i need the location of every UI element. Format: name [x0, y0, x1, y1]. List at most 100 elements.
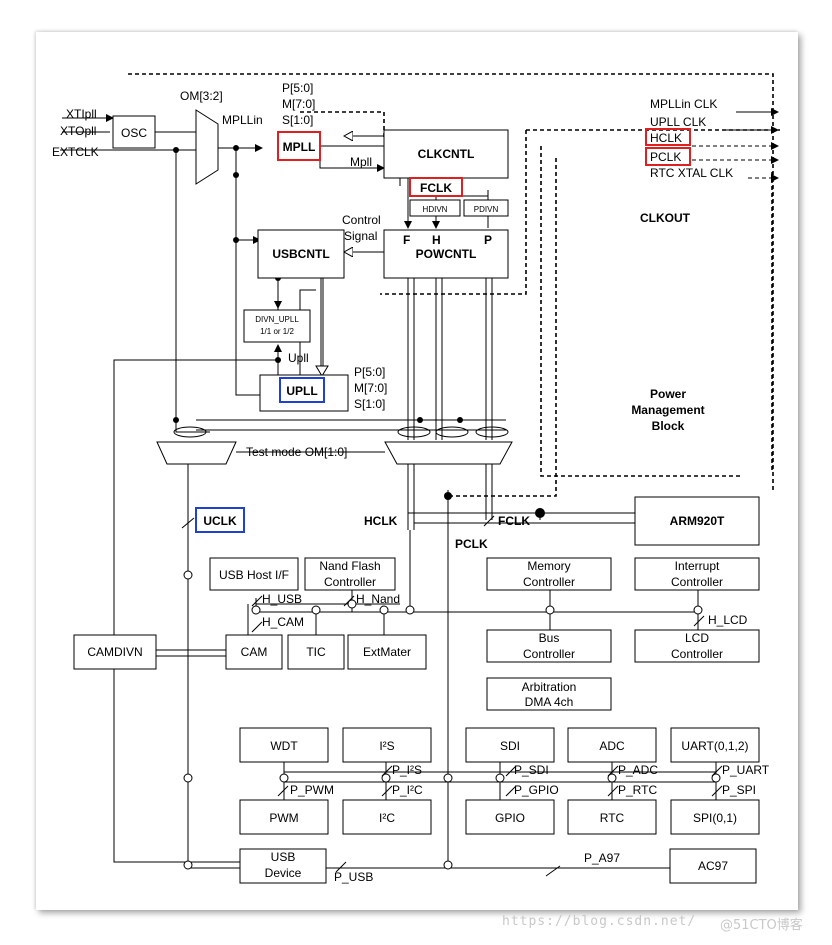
extclk-label: EXTCLK	[52, 145, 99, 159]
pwm-label: PWM	[269, 811, 298, 825]
h-cam-label: H_CAM	[262, 615, 304, 629]
pwm-box	[239, 799, 329, 835]
osc-label: OSC	[121, 126, 147, 140]
wdt-label: WDT	[270, 739, 298, 753]
control-label: Control	[342, 213, 381, 227]
upll-param-s: S[1:0]	[354, 397, 385, 411]
hclk-label: HCLK	[364, 514, 398, 528]
gpio-label: GPIO	[495, 811, 525, 825]
powcntl-box	[383, 229, 509, 279]
cam-label: CAM	[241, 645, 268, 659]
uclk-mux	[156, 441, 237, 465]
pclk-out-box	[645, 147, 691, 166]
p-gpio-label: P_GPIO	[514, 783, 559, 797]
nand-label-1: Nand Flash	[319, 559, 380, 573]
h-lcd-label: H_LCD	[708, 613, 748, 627]
divn-upll-box	[243, 309, 311, 343]
upll-label-box	[279, 377, 325, 403]
ac97-label: AC97	[698, 859, 728, 873]
mpll-param-s: S[1:0]	[282, 113, 313, 127]
pdivn-box	[463, 199, 509, 217]
arbitration-label-2: DMA 4ch	[525, 695, 574, 709]
out-hclk: HCLK	[650, 131, 682, 145]
p-label: P	[484, 233, 492, 247]
mpll-out-label: Mpll	[350, 155, 372, 169]
watermark: https://blog.csdn.net/	[502, 914, 697, 929]
rtc-box	[567, 799, 657, 835]
out-rtc-xtal-clk: RTC XTAL CLK	[650, 166, 733, 180]
fclk-label: FCLK	[420, 181, 452, 195]
nand-label-2: Controller	[324, 575, 376, 589]
p-usb-label: P_USB	[334, 870, 373, 884]
cam-box	[225, 634, 283, 670]
uclk-box	[195, 507, 245, 533]
uart-box	[670, 727, 760, 763]
clkcntl-box	[383, 129, 509, 179]
sdi-label: SDI	[500, 739, 520, 753]
h-nand-label: H_Nand	[356, 592, 400, 606]
adc-label: ADC	[599, 739, 625, 753]
hclk-out-box	[645, 128, 691, 146]
lcd-label-1: LCD	[685, 631, 709, 645]
management-label: Management	[631, 403, 704, 417]
hdivn-box	[409, 199, 461, 217]
upll-label: UPLL	[286, 384, 317, 398]
p-sdi-label: P_SDI	[514, 763, 549, 777]
f-label: F	[403, 233, 410, 247]
clkcntl-label: CLKCNTL	[418, 147, 475, 161]
out-pclk: PCLK	[650, 150, 681, 164]
watermark-51cto: @51CTO博客	[720, 918, 803, 933]
lcd-label-2: Controller	[671, 647, 723, 661]
upll-param-m: M[7:0]	[354, 381, 387, 395]
signal-label: Signal	[344, 229, 377, 243]
spi-label: SPI(0,1)	[693, 811, 737, 825]
p-pwm-label: P_PWM	[290, 783, 334, 797]
xtopll-label: XTOpll	[60, 124, 96, 138]
mpll-param-p: P[5:0]	[282, 81, 313, 95]
pdivn-label: PDIVN	[474, 205, 499, 214]
usbcntl-box	[257, 229, 345, 279]
mpll-label: MPLL	[283, 140, 316, 154]
usb-device-box	[239, 848, 327, 884]
memory-label-2: Controller	[523, 575, 575, 589]
memory-ctrl-box	[486, 557, 612, 591]
fclk-bus-label: FCLK	[498, 514, 530, 528]
powcntl-label: POWCNTL	[416, 247, 477, 261]
wdt-box	[239, 727, 329, 763]
upll-param-p: P[5:0]	[354, 365, 385, 379]
divn-ratio-label: 1/1 or 1/2	[260, 327, 294, 336]
i2c-box	[342, 799, 432, 835]
divn-upll-label: DIVN_UPLL	[255, 315, 299, 324]
mpllin-label: MPLLin	[222, 113, 263, 127]
pclk-label: PCLK	[455, 537, 488, 551]
p-a97-label: P_A97	[584, 851, 620, 865]
upll-signal-label: Upll	[288, 351, 309, 365]
camdivn-label: CAMDIVN	[87, 645, 142, 659]
clkout-label: CLKOUT	[640, 211, 691, 225]
out-upll-clk: UPLL CLK	[650, 115, 706, 129]
p-i2s-label: P_I²S	[392, 763, 422, 777]
i2c-label: I²C	[379, 811, 395, 825]
p-spi-label: P_SPI	[722, 783, 756, 797]
ac97-box	[669, 848, 757, 884]
usb-host-box	[209, 557, 299, 591]
osc-box	[112, 115, 156, 149]
mpll-param-m: M[7:0]	[282, 97, 315, 111]
tic-box	[287, 634, 345, 670]
rtc-label: RTC	[600, 811, 625, 825]
usb-device-label-2: Device	[265, 866, 302, 880]
uclk-label: UCLK	[203, 514, 237, 528]
extmater-label: ExtMater	[363, 645, 411, 659]
power-label: Power	[650, 387, 686, 401]
arm-label: ARM920T	[670, 514, 725, 528]
p-rtc-label: P_RTC	[618, 783, 657, 797]
om32-label: OM[3:2]	[180, 89, 223, 103]
bus-label-1: Bus	[539, 631, 560, 645]
interrupt-label-2: Controller	[671, 575, 723, 589]
p-adc-label: P_ADC	[618, 763, 658, 777]
fclk-box	[409, 177, 463, 197]
test-mode-label: Test mode OM[1:0]	[246, 445, 347, 459]
sdi-box	[465, 727, 555, 763]
adc-box	[567, 727, 657, 763]
